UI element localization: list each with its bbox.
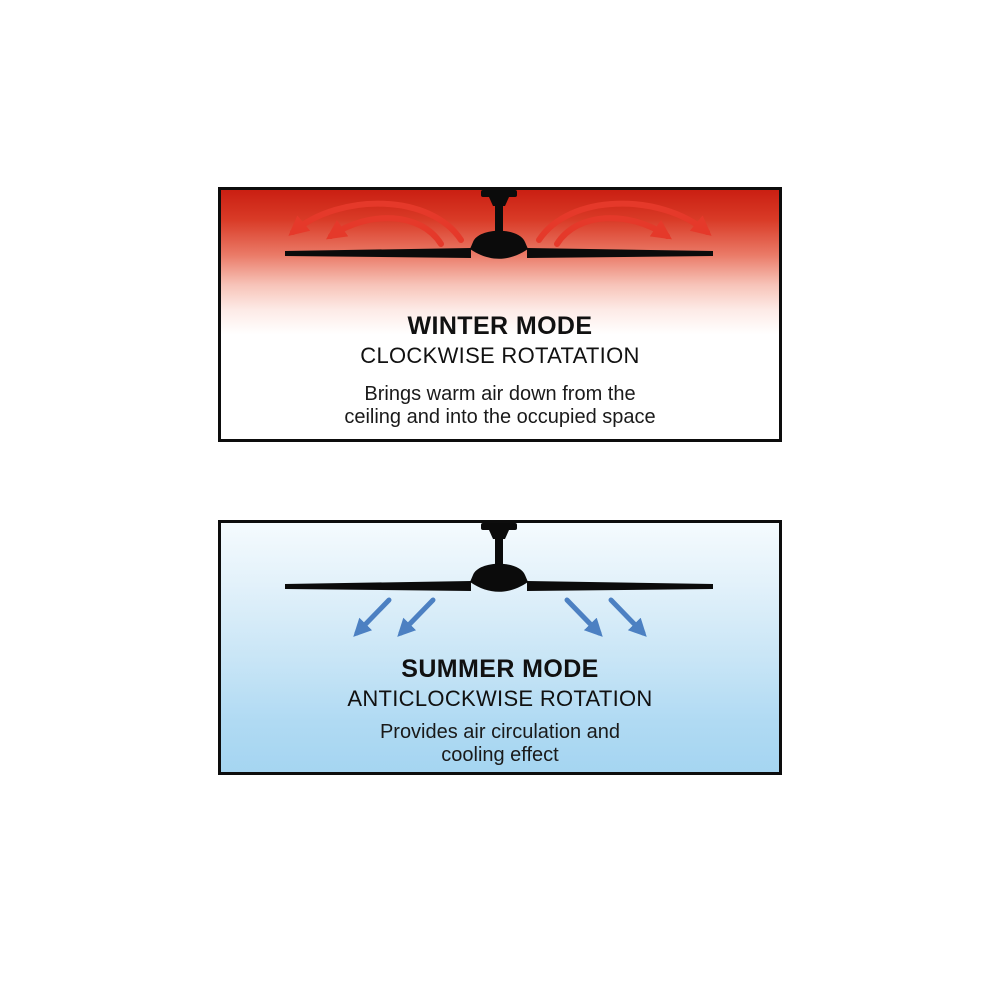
winter-mode-panel: WINTER MODE CLOCKWISE ROTATATION Brings … — [218, 187, 782, 442]
fan-canopy-cone — [489, 197, 509, 206]
cool-air-arrow-left-outer-icon — [353, 597, 392, 637]
winter-subtitle: CLOCKWISE ROTATATION — [360, 342, 640, 368]
fan-blade-right — [527, 581, 713, 591]
winter-diagram — [285, 190, 713, 259]
fan-canopy — [481, 190, 517, 197]
fan-canopy — [481, 523, 517, 530]
summer-mode-panel: SUMMER MODE ANTICLOCKWISE ROTATION Provi… — [218, 520, 782, 775]
warm-air-arrows — [288, 200, 712, 247]
fan-downrod — [495, 204, 503, 237]
fan-blade-left — [285, 248, 471, 258]
warm-air-arc-right-inner-icon — [554, 215, 672, 247]
fan-downrod — [495, 537, 503, 570]
cool-air-arrow-left-inner-icon — [397, 597, 436, 637]
cool-air-arrow-right-inner-icon — [564, 597, 603, 637]
fan-blade-right — [527, 248, 713, 258]
cool-air-arrows — [353, 597, 647, 637]
ceiling-fan-icon — [285, 190, 713, 259]
warm-air-arc-left-outer-icon — [288, 200, 464, 243]
warm-air-arc-right-outer-icon — [536, 200, 712, 243]
winter-description-line2: ceiling and into the occupied space — [344, 406, 656, 429]
winter-description: Brings warm air down from the ceiling an… — [221, 383, 779, 430]
cool-air-arrow-right-outer-icon — [608, 597, 647, 637]
warm-air-arc-left-inner-icon — [326, 215, 444, 247]
fan-motor — [470, 563, 528, 592]
ceiling-fan-icon — [285, 523, 713, 592]
fan-blade-left — [285, 581, 471, 591]
summer-title: SUMMER MODE — [401, 655, 599, 683]
summer-description-line2: cooling effect — [441, 744, 559, 767]
summer-description: Provides air circulation and cooling eff… — [221, 721, 779, 768]
summer-subtitle: ANTICLOCKWISE ROTATION — [347, 685, 653, 711]
fan-canopy-cone — [489, 530, 509, 539]
summer-description-line1: Provides air circulation and — [379, 721, 621, 744]
winter-description-line1: Brings warm air down from the — [364, 383, 636, 406]
winter-title: WINTER MODE — [407, 312, 593, 340]
summer-diagram — [285, 523, 713, 637]
fan-motor — [470, 230, 528, 259]
